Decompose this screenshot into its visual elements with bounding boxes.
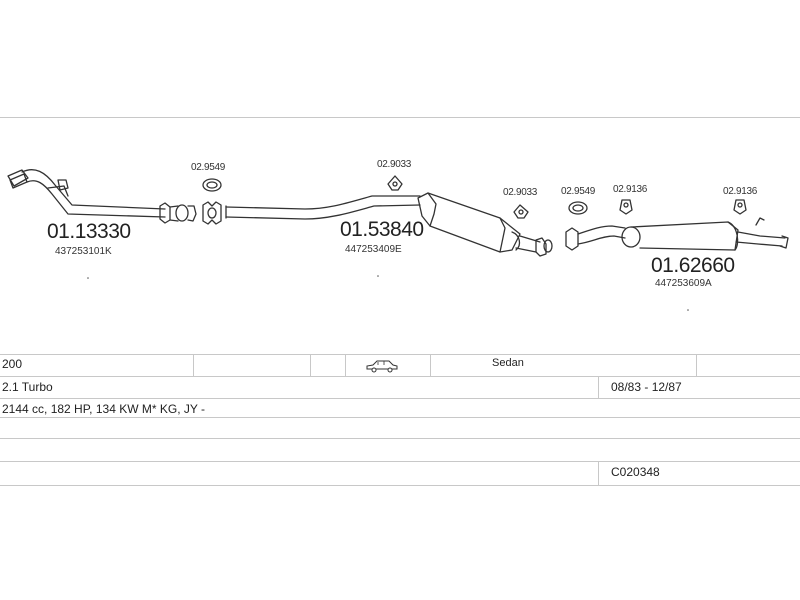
rubber-hanger-icon[interactable] bbox=[733, 199, 747, 215]
rubber-hanger-icon[interactable] bbox=[513, 204, 529, 219]
vehicle-years: 08/83 - 12/87 bbox=[611, 380, 682, 394]
oe-number-front-pipe: 437253101K bbox=[55, 246, 112, 257]
exhaust-system-diagram bbox=[7, 169, 789, 311]
top-border bbox=[0, 117, 800, 118]
accessory-label: 02.9136 bbox=[613, 184, 648, 195]
accessory-label: 02.9033 bbox=[503, 187, 538, 198]
gasket-ring-icon[interactable] bbox=[202, 178, 222, 192]
rubber-hanger-icon[interactable] bbox=[387, 175, 403, 191]
sedan-car-icon bbox=[366, 360, 398, 373]
clamp-icon[interactable] bbox=[202, 201, 222, 225]
part-number-front-pipe[interactable]: 01.13330 bbox=[47, 220, 131, 243]
oe-number-rear-silencer: 447253609A bbox=[655, 278, 712, 289]
vehicle-specs: 2144 cc, 182 HP, 134 KW M* KG, JY - bbox=[2, 402, 205, 416]
accessory-label: 02.9136 bbox=[723, 186, 758, 197]
accessory-label: 02.9549 bbox=[191, 162, 226, 173]
part-number-center-silencer[interactable]: 01.53840 bbox=[340, 218, 424, 241]
part-number-rear-silencer[interactable]: 01.62660 bbox=[651, 254, 735, 277]
catalog-code: C020348 bbox=[611, 465, 660, 479]
rubber-hanger-icon[interactable] bbox=[619, 199, 633, 215]
vehicle-engine: 2.1 Turbo bbox=[2, 380, 53, 394]
accessory-label: 02.9033 bbox=[377, 159, 412, 170]
vehicle-body-type: Sedan bbox=[492, 357, 524, 369]
oe-number-center-silencer: 447253409E bbox=[345, 244, 402, 255]
accessory-label: 02.9549 bbox=[561, 186, 596, 197]
rear-silencer-part[interactable] bbox=[565, 217, 789, 251]
gasket-ring-icon[interactable] bbox=[568, 201, 588, 215]
center-silencer-part[interactable] bbox=[225, 192, 553, 257]
vehicle-model: 200 bbox=[2, 357, 23, 371]
front-pipe-part[interactable] bbox=[7, 169, 197, 224]
